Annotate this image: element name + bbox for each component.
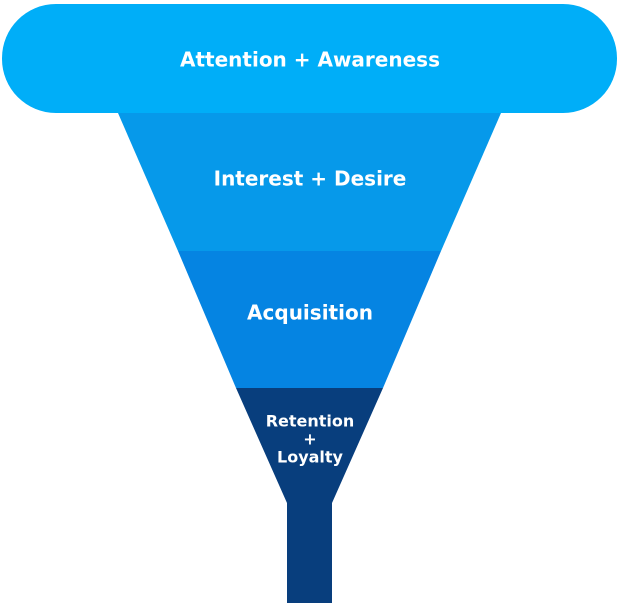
stage-interest-desire-label: Interest + Desire [214,167,407,191]
stage-retention-loyalty-line-3: Loyalty [277,448,344,467]
stage-attention-awareness [2,4,617,113]
stage-retention-loyalty [236,388,383,603]
stage-acquisition-label: Acquisition [247,301,373,325]
stage-attention-awareness-label: Attention + Awareness [180,48,440,72]
stage-acquisition [178,251,441,388]
stage-interest-desire [118,113,501,251]
stage-retention-loyalty-line-2: + [303,430,316,449]
stage-retention-loyalty-line-1: Retention [266,412,355,431]
